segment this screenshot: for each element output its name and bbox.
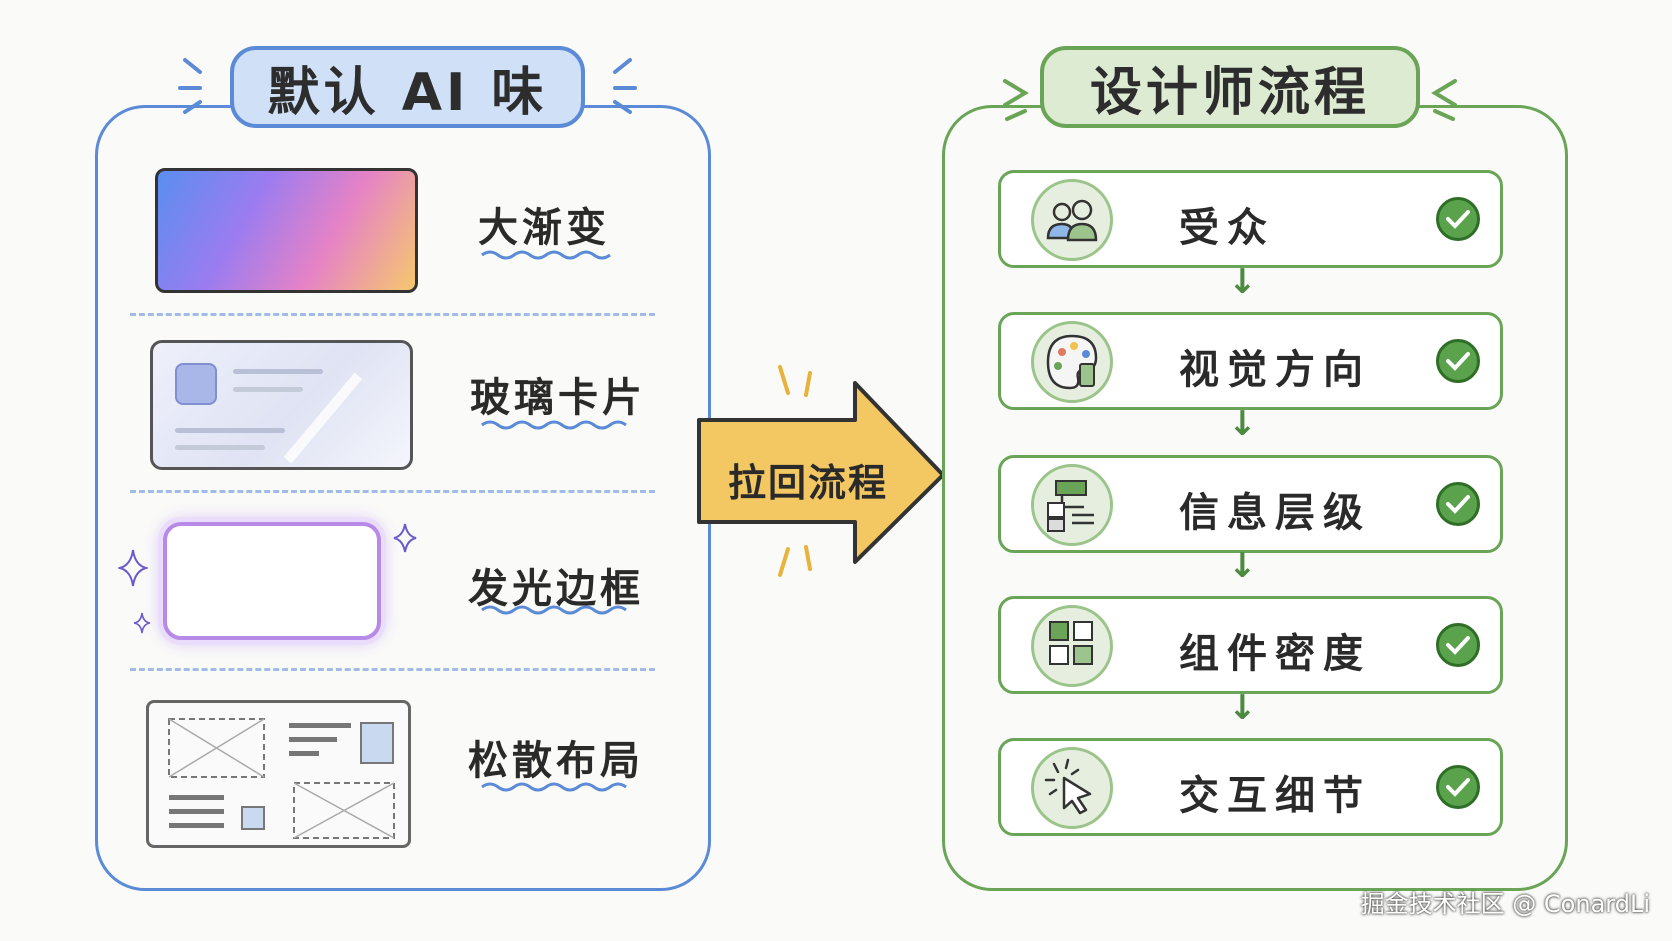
right-title-spark-right-icon [1431, 79, 1457, 121]
left-title-spark-right-icon [613, 58, 637, 114]
check-icon [1436, 339, 1480, 383]
down-arrow-icon: ↓ [1228, 404, 1257, 444]
loose-layout-icon [146, 700, 411, 848]
gradient-swatch-icon [155, 168, 418, 293]
check-icon [1436, 482, 1480, 526]
divider [130, 313, 655, 316]
left-title-spark-icon [178, 58, 202, 114]
hierarchy-icon [1031, 464, 1113, 546]
item-label-glow-border: 发光边框 [468, 566, 644, 612]
check-icon [1436, 197, 1480, 241]
wavy-underline-icon [481, 782, 627, 792]
motion-lines-bottom-icon [778, 545, 812, 577]
item-label-gradient: 大渐变 [478, 205, 610, 251]
step-visual-direction: 视觉方向 [998, 312, 1503, 410]
cursor-click-icon [1031, 747, 1113, 829]
grid-icon [1031, 605, 1113, 687]
wavy-underline-icon [481, 250, 611, 260]
divider [130, 668, 655, 671]
arrow-label: 拉回流程 [728, 461, 889, 505]
pull-back-arrow-icon [697, 381, 945, 564]
step-info-hierarchy: 信息层级 [998, 455, 1503, 553]
sparkle-icon [118, 549, 148, 587]
step-audience: 受众 [998, 170, 1503, 268]
step-interaction-details: 交互细节 [998, 738, 1503, 836]
glass-card-icon [150, 340, 413, 470]
wavy-underline-icon [481, 420, 627, 430]
step-label: 组件密度 [1179, 631, 1371, 677]
audience-icon [1031, 179, 1113, 261]
step-label: 视觉方向 [1179, 347, 1371, 393]
item-label-glass-card: 玻璃卡片 [470, 375, 646, 421]
down-arrow-icon: ↓ [1228, 262, 1257, 302]
divider [130, 490, 655, 493]
right-title-spark-icon [1003, 79, 1029, 121]
right-panel-title: 设计师流程 [1040, 46, 1420, 128]
glow-border-icon [163, 522, 381, 640]
wavy-underline-icon [481, 605, 627, 615]
check-icon [1436, 765, 1480, 809]
palette-icon [1031, 321, 1113, 403]
step-label: 信息层级 [1179, 490, 1371, 536]
left-panel-title: 默认 AI 味 [230, 46, 585, 128]
sparkle-small-icon [133, 612, 151, 634]
sparkle-right-icon [393, 523, 417, 553]
item-label-loose-layout: 松散布局 [468, 738, 644, 784]
step-label: 受众 [1179, 205, 1275, 251]
down-arrow-icon: ↓ [1228, 546, 1257, 586]
step-label: 交互细节 [1179, 773, 1371, 819]
motion-lines-top-icon [778, 365, 812, 397]
step-component-density: 组件密度 [998, 596, 1503, 694]
check-icon [1436, 623, 1480, 667]
down-arrow-icon: ↓ [1228, 688, 1257, 728]
watermark: 掘金技术社区 @ ConardLi [1360, 890, 1650, 918]
